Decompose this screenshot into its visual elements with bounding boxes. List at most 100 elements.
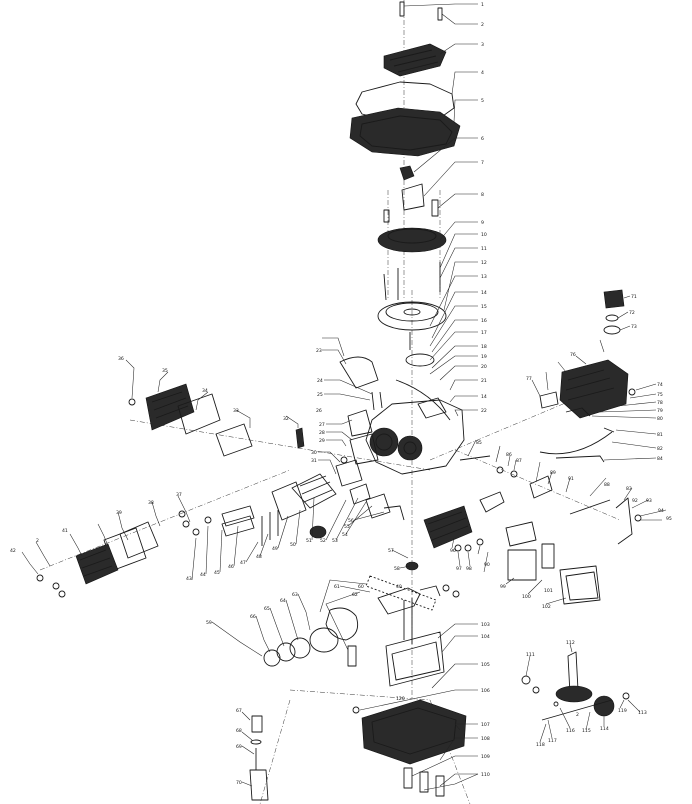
foam-filter-part-33	[215, 423, 253, 457]
cylinder-head-group	[271, 427, 363, 521]
exhaust-pipe-part-101	[479, 491, 505, 513]
leader-lines	[21, 3, 667, 791]
fuel-hose-part-83	[603, 427, 615, 433]
callout-label: 34	[202, 388, 208, 394]
dipstick-cap-part-69	[251, 715, 263, 733]
callout-label: 81	[657, 432, 663, 438]
screw-part-36	[128, 398, 136, 406]
fuel-cap-part-73	[603, 289, 625, 309]
gasket-part-30	[335, 459, 363, 487]
nut-part-44	[204, 516, 212, 524]
callout-label: 52	[320, 538, 326, 544]
callout-label: 32	[283, 416, 289, 422]
callout-label: 31	[311, 458, 317, 464]
callout-label: 5	[481, 98, 484, 104]
spark-plug-part-32	[295, 427, 305, 449]
fan-housing-part-5	[349, 107, 461, 157]
callout-label: 10	[481, 232, 487, 238]
ring-part-67	[263, 649, 281, 667]
crankcase-cover-part-109	[361, 699, 467, 765]
callout-label: 92	[632, 498, 638, 504]
bolt-part-76	[628, 388, 636, 396]
bolt-part-112	[419, 771, 429, 793]
callout-label: 79	[657, 408, 663, 414]
callout-label: 41	[62, 528, 68, 534]
callout-label: 107	[481, 722, 490, 728]
link-part-57	[383, 505, 405, 521]
callout-label: 73	[631, 324, 637, 330]
pins-part-24	[371, 391, 383, 411]
callout-label: 45	[214, 570, 220, 576]
crankcase-cover-group	[352, 631, 467, 797]
dipstick-group	[249, 715, 269, 801]
studs-part-10	[383, 262, 441, 301]
callout-label: 29	[319, 438, 325, 444]
gasket-part-105	[385, 631, 445, 687]
callout-label: 37	[176, 492, 182, 498]
callout-label: 36	[118, 356, 124, 362]
carburetor-part-55	[365, 493, 391, 519]
callout-label: 15	[481, 304, 487, 310]
muffler-part-98	[423, 505, 473, 549]
callout-label: 55	[344, 524, 350, 530]
callout-label: 57	[388, 548, 394, 554]
callout-labels: 1 2 3 4 5 6 7 8 9 10 11 12 13 14 15 16 1…	[10, 2, 672, 786]
valve-train-group	[178, 505, 279, 546]
callout-label: 76	[570, 352, 576, 358]
callout-label: 12	[481, 260, 487, 266]
callout-label: 28	[319, 430, 325, 436]
governor-arm-part-21	[395, 379, 451, 421]
callout-label: 110	[481, 772, 490, 778]
callout-label: 68	[236, 728, 242, 734]
callout-label: 51	[306, 538, 312, 544]
callout-label: 21	[481, 378, 487, 384]
callout-label: 48	[256, 554, 262, 560]
bracket-part-19	[339, 356, 379, 389]
callout-label: 86	[506, 452, 512, 458]
callout-label: 113	[638, 710, 647, 716]
bolt-part-113	[521, 675, 531, 685]
callout-label: 17	[481, 330, 487, 336]
callout-label: 120	[396, 696, 405, 702]
callout-label: 83	[626, 486, 632, 492]
callout-label: 44	[200, 572, 206, 578]
strainer-part-75	[603, 325, 621, 335]
seal-part-59	[405, 561, 419, 571]
callout-label: 101	[544, 588, 553, 594]
callout-label: 66	[250, 614, 256, 620]
callout-label: 80	[657, 416, 663, 422]
callout-label: 105	[481, 662, 490, 668]
plate-part-27	[349, 433, 379, 465]
callout-label: 25	[317, 392, 323, 398]
callout-label: 89	[550, 470, 556, 476]
callout-label: 14	[481, 394, 487, 400]
callout-label: 119	[618, 708, 627, 714]
callout-label: 63	[292, 592, 298, 598]
callout-label: 65	[264, 606, 270, 612]
callout-label: 30	[311, 450, 317, 456]
bolt-part-107	[352, 706, 360, 714]
callout-label: 64	[280, 598, 286, 604]
callout-label: 112	[566, 640, 575, 646]
bolt-part-8b	[383, 209, 390, 223]
callout-label: 106	[481, 688, 490, 694]
o-ring-part-70	[250, 739, 262, 745]
callout-label: 1	[481, 2, 484, 8]
nut-part-43	[192, 528, 200, 536]
recoil-starter-group	[349, 1, 461, 223]
washer-part-115	[622, 692, 630, 700]
callout-label: 71	[631, 294, 637, 300]
piston-ring-part-64	[309, 627, 339, 653]
callout-label: 11	[481, 246, 487, 252]
callout-label: 26	[316, 408, 322, 414]
callout-label: 111	[526, 652, 535, 658]
callout-label: 69	[236, 744, 242, 750]
callout-label: 108	[481, 736, 490, 742]
callout-label: 46	[228, 564, 234, 570]
callout-label: 24	[317, 378, 323, 384]
nut-part-88	[496, 466, 504, 474]
callout-label: 95	[666, 516, 672, 522]
callout-label: 102	[542, 604, 551, 610]
screw-part-1	[399, 1, 405, 17]
